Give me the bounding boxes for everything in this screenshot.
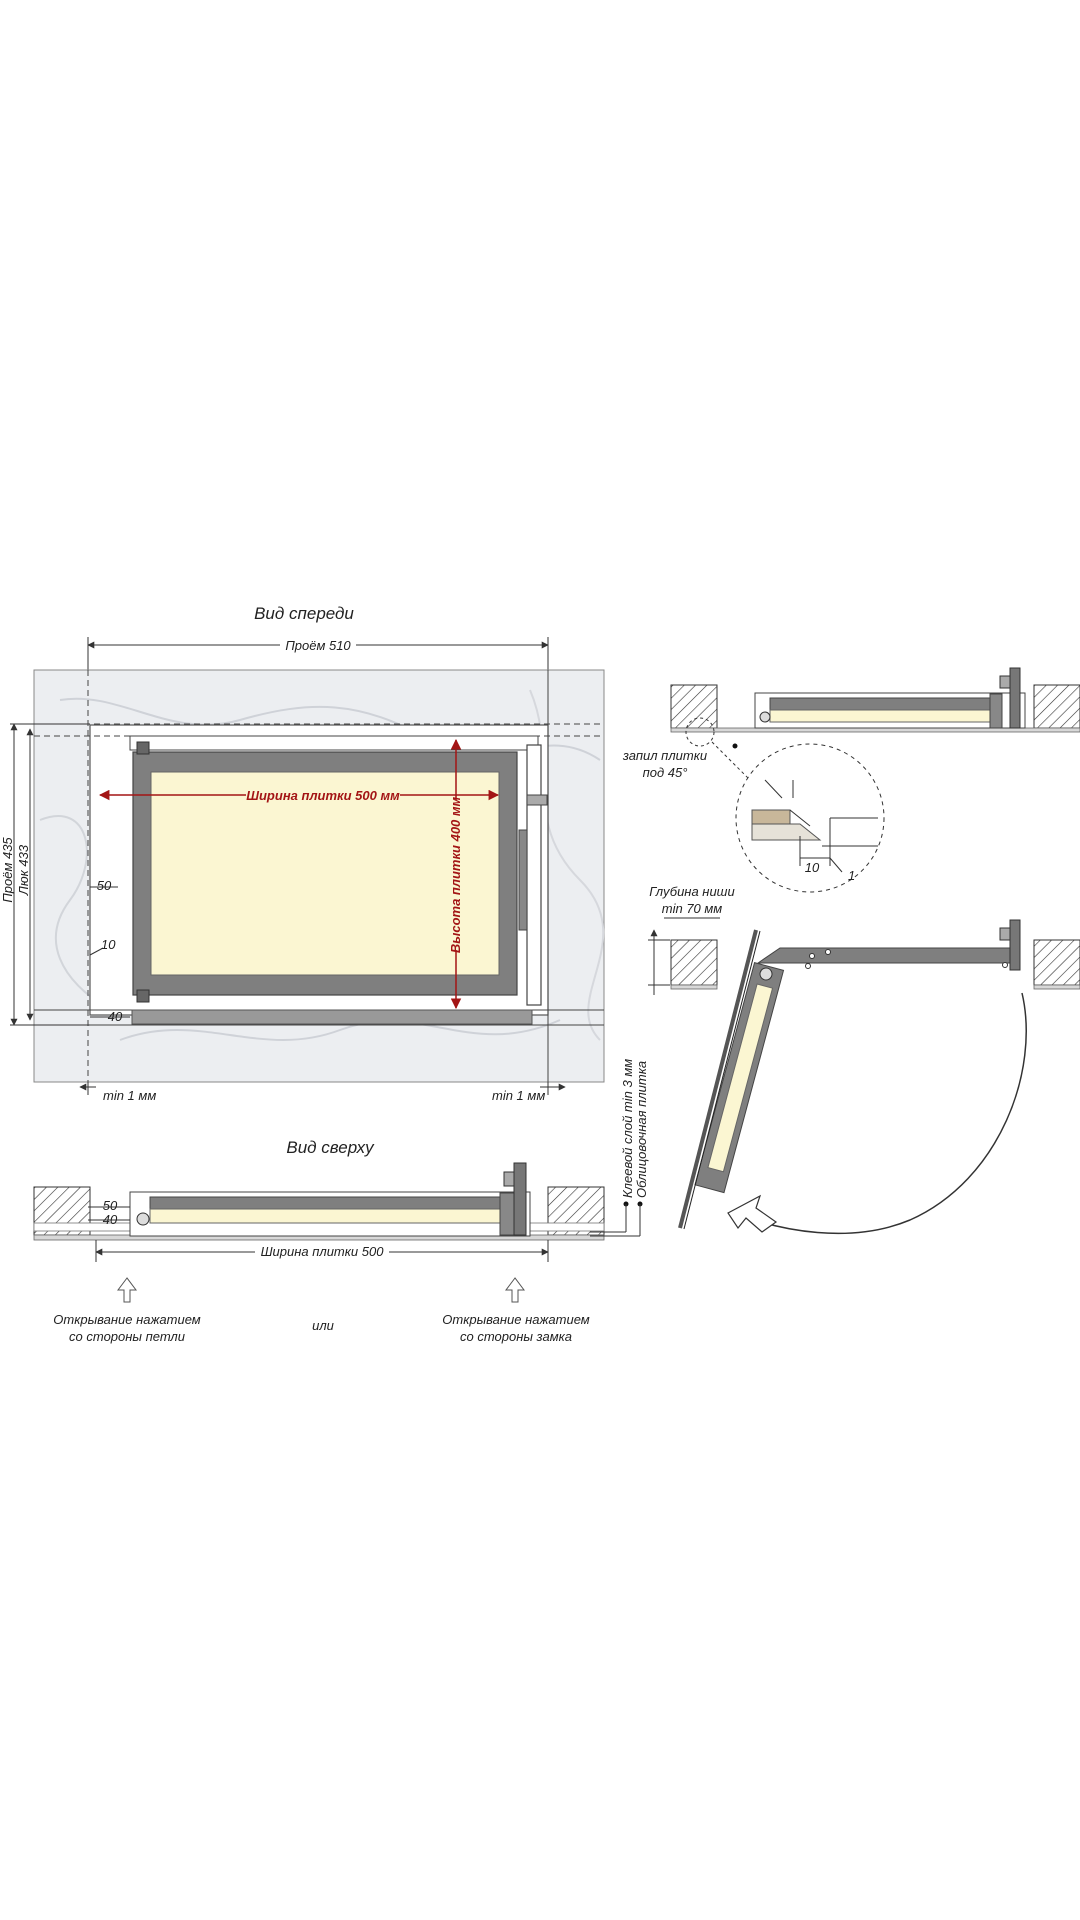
- detail-dim-10-label: 10: [805, 860, 820, 875]
- top-dim-50-label: 50: [103, 1198, 118, 1213]
- front-view: Вид спереди Проём 510: [0, 604, 605, 1103]
- top-view: Вид сверху 50 40 Ширина плитки 500 Откры…: [33, 1138, 605, 1344]
- tile-height-label: Высота плитки 400 мм: [448, 796, 463, 953]
- facing-tile-label: Облицовочная плитка: [634, 1061, 649, 1198]
- front-view-title: Вид спереди: [254, 604, 354, 623]
- swing-arc: [739, 992, 1027, 1235]
- dim-10-label: 10: [101, 937, 116, 952]
- detail-dim-1-label: 1: [848, 868, 855, 883]
- niche-depth-line2: min 70 мм: [662, 901, 723, 916]
- push-arrow-hinge: [117, 1277, 137, 1303]
- top-tile-width-label: Ширина плитки 500: [261, 1244, 385, 1259]
- tile-width-label: Ширина плитки 500 мм: [246, 788, 400, 803]
- min-gap-left-label: min 1 мм: [103, 1088, 156, 1103]
- top-view-title: Вид сверху: [286, 1138, 375, 1157]
- dim-50-label: 50: [97, 878, 112, 893]
- detail-magnifier: [735, 743, 885, 893]
- dim-40-label: 40: [108, 1009, 123, 1024]
- top-dim-40-label: 40: [103, 1212, 118, 1227]
- cut-label-line2: под 45°: [643, 765, 688, 780]
- push-hinge-line2: со стороны петли: [69, 1329, 185, 1344]
- swing-arrow-head: [727, 1194, 778, 1233]
- tile-panel: [150, 771, 500, 976]
- side-open-view: Глубина ниши min 70 мм: [590, 884, 1080, 1237]
- opening-width-label: Проём 510: [285, 638, 351, 653]
- min-gap-right-label: min 1 мм: [492, 1088, 545, 1103]
- niche-depth-line1: Глубина ниши: [649, 884, 734, 899]
- push-hinge-line1: Открывание нажатием: [53, 1312, 201, 1327]
- push-lock-line2: со стороны замка: [460, 1329, 572, 1344]
- opening-height-label: Проём 435: [0, 837, 15, 903]
- or-label: или: [312, 1318, 334, 1333]
- side-closed-view: запил плитки под 45° 10 1: [622, 667, 1080, 893]
- adhesive-layer-label: Клеевой слой min 3 мм: [620, 1059, 635, 1198]
- cut-label-line1: запил плитки: [622, 748, 707, 763]
- push-arrow-lock: [505, 1277, 525, 1303]
- push-lock-line1: Открывание нажатием: [442, 1312, 590, 1327]
- hatch-height-label: Люк 433: [16, 844, 31, 896]
